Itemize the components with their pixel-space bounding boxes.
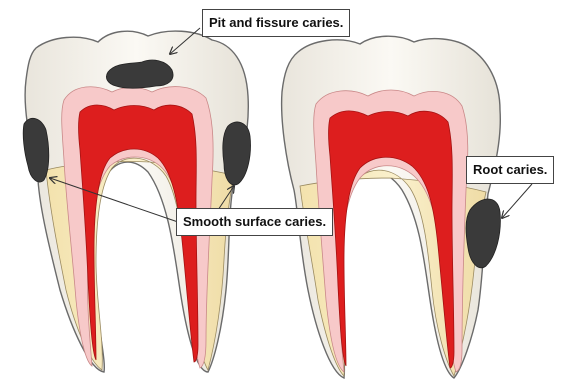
left-tooth bbox=[23, 31, 250, 372]
root-caries-label: Root caries. bbox=[466, 156, 554, 184]
right-root-caries-lesion bbox=[466, 199, 500, 268]
smooth-surface-caries-label: Smooth surface caries. bbox=[176, 208, 333, 236]
left-smooth-surface-lesion-right bbox=[223, 122, 251, 185]
arrow-root-caries bbox=[502, 184, 532, 218]
left-smooth-surface-lesion-left bbox=[23, 118, 49, 182]
pit-fissure-caries-label: Pit and fissure caries. bbox=[202, 9, 350, 37]
